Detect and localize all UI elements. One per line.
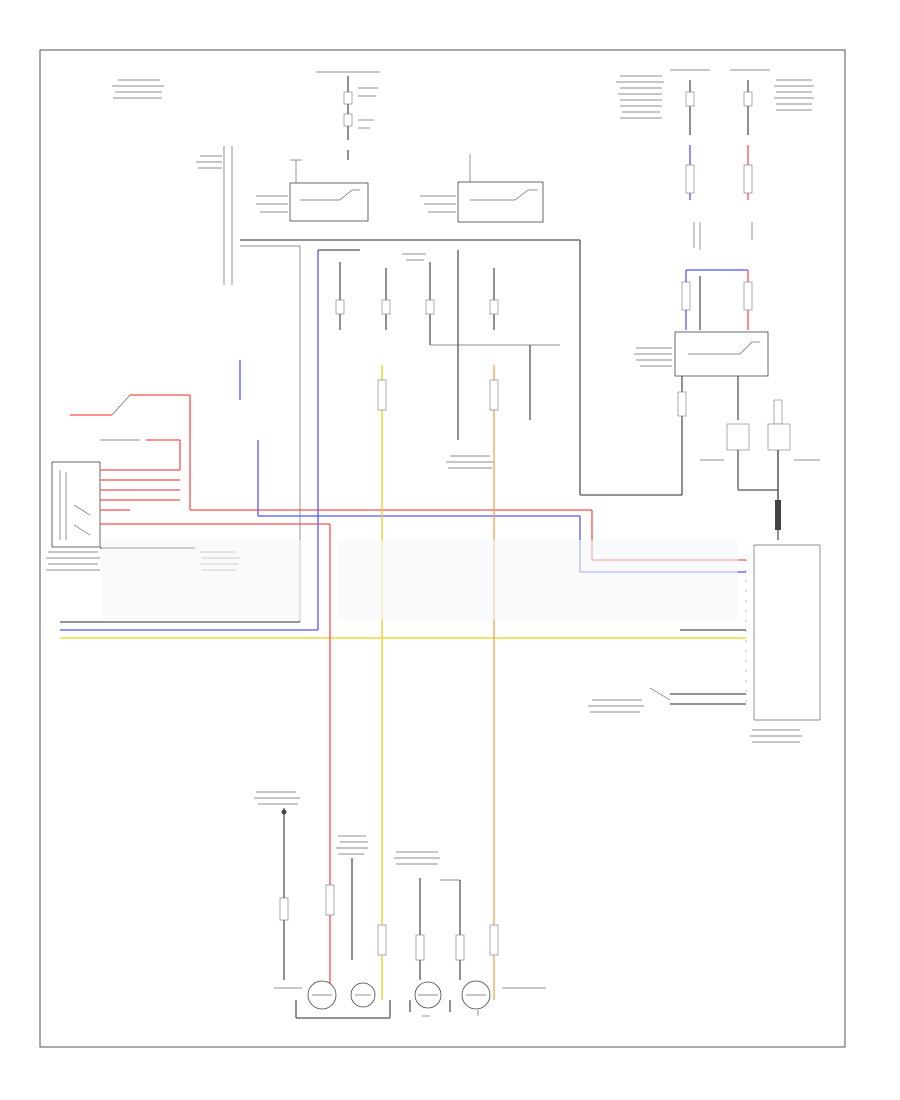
connector-right-mid xyxy=(681,222,753,330)
label-control-module xyxy=(402,253,426,261)
wire-yellow-vertical xyxy=(377,365,387,1000)
ground-bus-bottom xyxy=(295,1000,479,1019)
label-headlamp-left-group xyxy=(394,851,461,980)
label-relay-left xyxy=(196,146,233,285)
switch-bottom-right xyxy=(588,687,746,713)
headlamp-right xyxy=(274,980,337,1010)
wire-red-left-loop xyxy=(70,394,746,561)
fuse-right-a xyxy=(670,69,710,200)
relay-main xyxy=(256,159,369,222)
label-junction-block-left xyxy=(112,79,164,99)
fuse-top xyxy=(343,76,378,160)
relay-right xyxy=(634,331,783,500)
lamp-connectors xyxy=(279,884,499,961)
fuse-right-b xyxy=(730,69,770,200)
label-junction-block-right xyxy=(616,75,664,119)
fuse-pair-right xyxy=(700,423,820,540)
diagram-border xyxy=(39,49,846,1048)
wire-orange-vertical xyxy=(489,365,499,1000)
shaded-regions xyxy=(102,540,738,620)
label-right-module-top xyxy=(774,79,814,111)
label-ground-left xyxy=(254,791,300,980)
module-right xyxy=(745,544,821,743)
headlamp-left-inner xyxy=(414,981,442,1009)
relay-secondary xyxy=(420,154,544,223)
fuse-row-mid xyxy=(335,250,560,440)
headlamp-left xyxy=(461,980,546,1010)
label-ground-mid xyxy=(446,455,494,469)
headlamp-right-inner xyxy=(350,982,376,1008)
bus-relay-output xyxy=(240,239,682,496)
label-ground-center xyxy=(336,835,368,960)
